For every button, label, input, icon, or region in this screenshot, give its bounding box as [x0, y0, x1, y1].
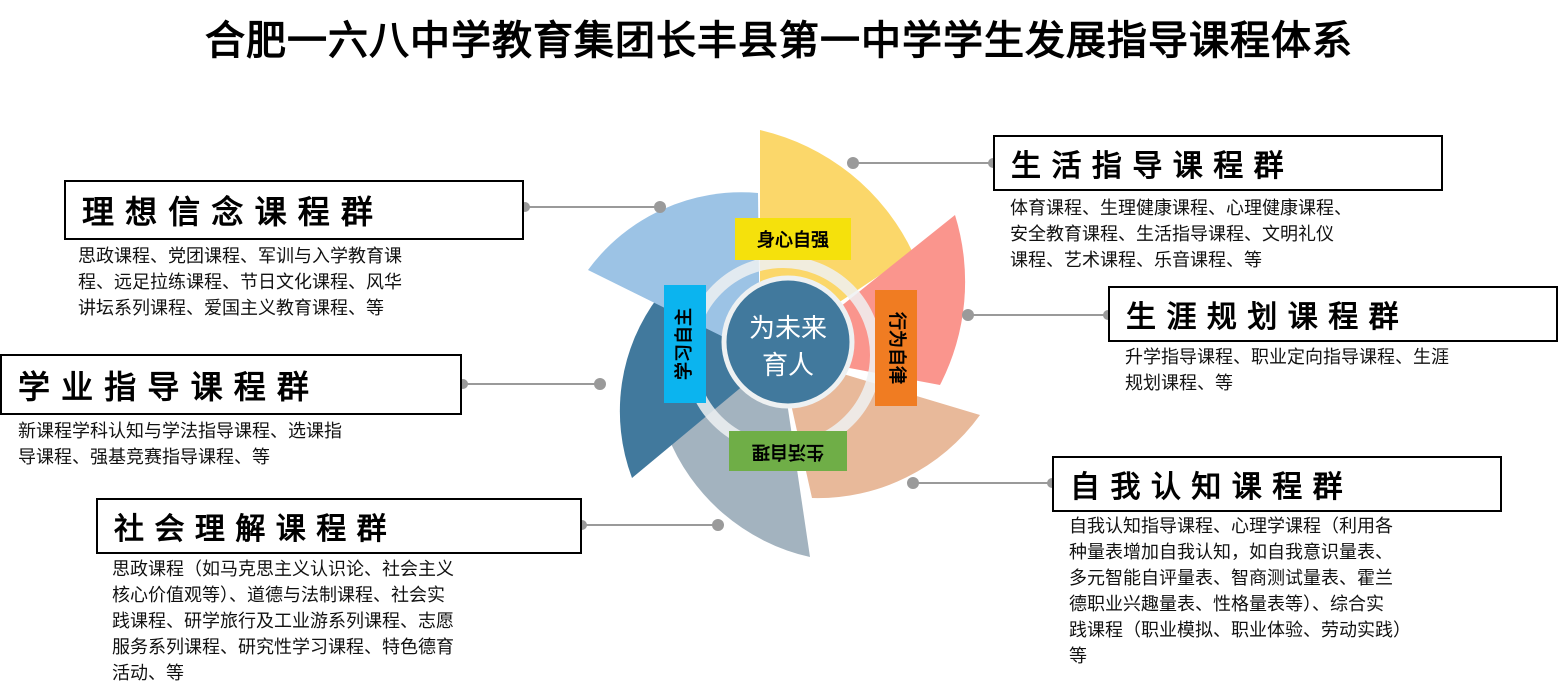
page-title: 合肥一六八中学教育集团长丰县第一中学学生发展指导课程体系 — [205, 18, 1353, 64]
label-right-text: 行为自律 — [886, 311, 908, 384]
career-course-group-box: 生 涯 规 划 课 程 群 — [1108, 286, 1558, 342]
life-course-group-title: 生 活 指 导 课 程 群 — [1011, 149, 1284, 184]
label-bottom-bg — [729, 431, 847, 471]
social-course-group-title: 社 会 理 解 课 程 群 — [114, 512, 387, 547]
connector-dot-life-inner — [847, 157, 859, 169]
social-course-group-desc: 思政课程（如马克思主义认识论、社会主义 核心价值观等）、道德与法制课程、社会实 … — [112, 559, 454, 684]
career-course-group-desc: 升学指导课程、职业定向指导课程、生涯 规划课程、等 — [1125, 347, 1449, 394]
label-right-bg — [875, 290, 917, 406]
label-top-bg — [735, 218, 851, 260]
ideal-course-group-box: 理 想 信 念 课 程 群 — [64, 180, 524, 240]
ideal-course-group-desc: 思政课程、党团课程、军训与入学教育课 程、远足拉练课程、节日文化课程、风华 讲坛… — [78, 246, 402, 319]
label-left-bg — [664, 285, 706, 403]
self-course-group-desc: 自我认知指导课程、心理学课程（利用各 种量表增加自我认知，如自我意识量表、 多元… — [1069, 516, 1411, 667]
connector-dot-social-inner — [712, 519, 724, 531]
self-course-group-title: 自 我 认 知 课 程 群 — [1070, 470, 1343, 505]
label-bottom-text: 生活自理 — [752, 441, 824, 463]
ideal-course-group-title: 理 想 信 念 课 程 群 — [82, 193, 373, 231]
petal-ideal — [588, 192, 760, 355]
life-course-group-desc: 体育课程、生理健康课程、心理健康课程、 安全教育课程、生活指导课程、文明礼仪 课… — [1010, 198, 1352, 271]
career-course-group-title: 生 涯 规 划 课 程 群 — [1126, 300, 1399, 335]
center-circle — [721, 275, 855, 409]
center-text-line2: 育人 — [762, 351, 814, 381]
connector-dot-self-inner — [907, 477, 919, 489]
social-course-group-box: 社 会 理 解 课 程 群 — [96, 498, 582, 554]
connector-dot-ideal-inner — [654, 201, 666, 213]
study-course-group-title: 学 业 指 导 课 程 群 — [18, 367, 309, 406]
study-course-group-desc: 新课程学科认知与学法指导课程、选课指 导课程、强基竞赛指导课程、等 — [18, 421, 342, 468]
connector-dot-career-inner — [962, 309, 974, 321]
study-course-group-box: 学 业 指 导 课 程 群 — [0, 354, 462, 415]
connector-dot-study-inner — [594, 378, 606, 390]
life-course-group-box: 生 活 指 导 课 程 群 — [993, 135, 1443, 191]
self-course-group-box: 自 我 认 知 课 程 群 — [1052, 456, 1502, 512]
label-left-text: 学习自主 — [673, 308, 695, 380]
label-top-text: 身心自强 — [757, 229, 829, 251]
center-text-line1: 为未来 — [749, 314, 827, 344]
